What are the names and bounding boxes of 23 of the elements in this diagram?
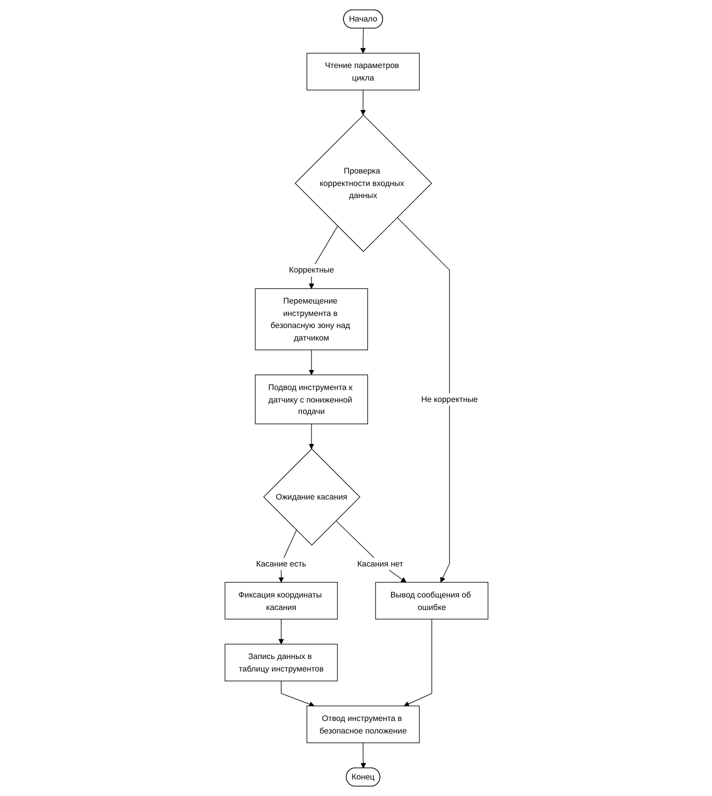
node-diamond: Ожидание касания xyxy=(262,448,360,546)
arrow xyxy=(308,350,314,376)
edge-label: Касание есть xyxy=(256,558,306,568)
node-box: Запись данных в таблицу инструментов xyxy=(224,644,338,682)
arrow xyxy=(335,520,406,583)
arrow xyxy=(360,742,366,768)
node-diamond: Проверка корректности входных данных xyxy=(294,114,432,252)
arrow xyxy=(278,618,284,644)
arrow xyxy=(396,217,450,583)
arrow xyxy=(360,28,366,54)
arrow xyxy=(403,618,432,706)
node-box: Чтение параметров цикла xyxy=(306,52,420,90)
arrow xyxy=(308,424,314,450)
node-box: Отвод инструмента в безопасное положение xyxy=(306,706,420,744)
edge-label: Корректные xyxy=(288,265,334,275)
node-box: Перемещение инструмента в безопасную зону над датчиком xyxy=(254,288,368,350)
edge-label: Касания нет xyxy=(356,558,403,568)
node-box: Подвод инструмента к датчику с пониженной подачи xyxy=(254,374,368,424)
arrow xyxy=(360,90,366,116)
node-box: Вывод сообщения об ошибке xyxy=(374,582,488,620)
edge-label: Не корректные xyxy=(420,394,478,404)
node-box: Фиксация координаты касания xyxy=(224,582,338,620)
arrow xyxy=(280,680,314,707)
